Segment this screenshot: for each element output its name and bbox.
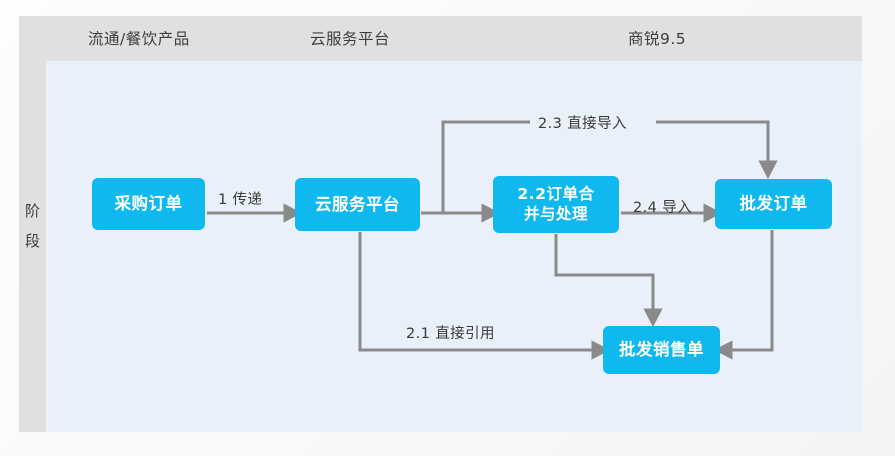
row-label-stage: 阶 段: [19, 196, 46, 256]
edge-label-import: 2.4 导入: [633, 200, 693, 216]
row-label-char-1: 阶: [24, 202, 40, 220]
column-header-cloud: 云服务平台: [310, 30, 391, 48]
stage-label-band: [19, 61, 46, 432]
node-order-merge[interactable]: 2.2订单合并与处理: [493, 176, 619, 233]
edge-label-direct-quote: 2.1 直接引用: [406, 326, 495, 342]
row-label-char-2: 段: [24, 232, 40, 250]
node-purchase-order[interactable]: 采购订单: [92, 178, 205, 230]
node-wholesale-order[interactable]: 批发订单: [715, 179, 832, 229]
node-cloud-platform[interactable]: 云服务平台: [295, 178, 420, 231]
flow-area: [46, 61, 862, 432]
header-band: [19, 16, 862, 61]
column-header-product: 流通/餐饮产品: [88, 30, 190, 48]
node-wholesale-sales[interactable]: 批发销售单: [603, 326, 720, 374]
column-header-shangrui: 商锐9.5: [628, 30, 687, 48]
edge-label-transfer: 1 传递: [218, 192, 263, 208]
edge-label-direct-import: 2.3 直接导入: [538, 116, 627, 132]
